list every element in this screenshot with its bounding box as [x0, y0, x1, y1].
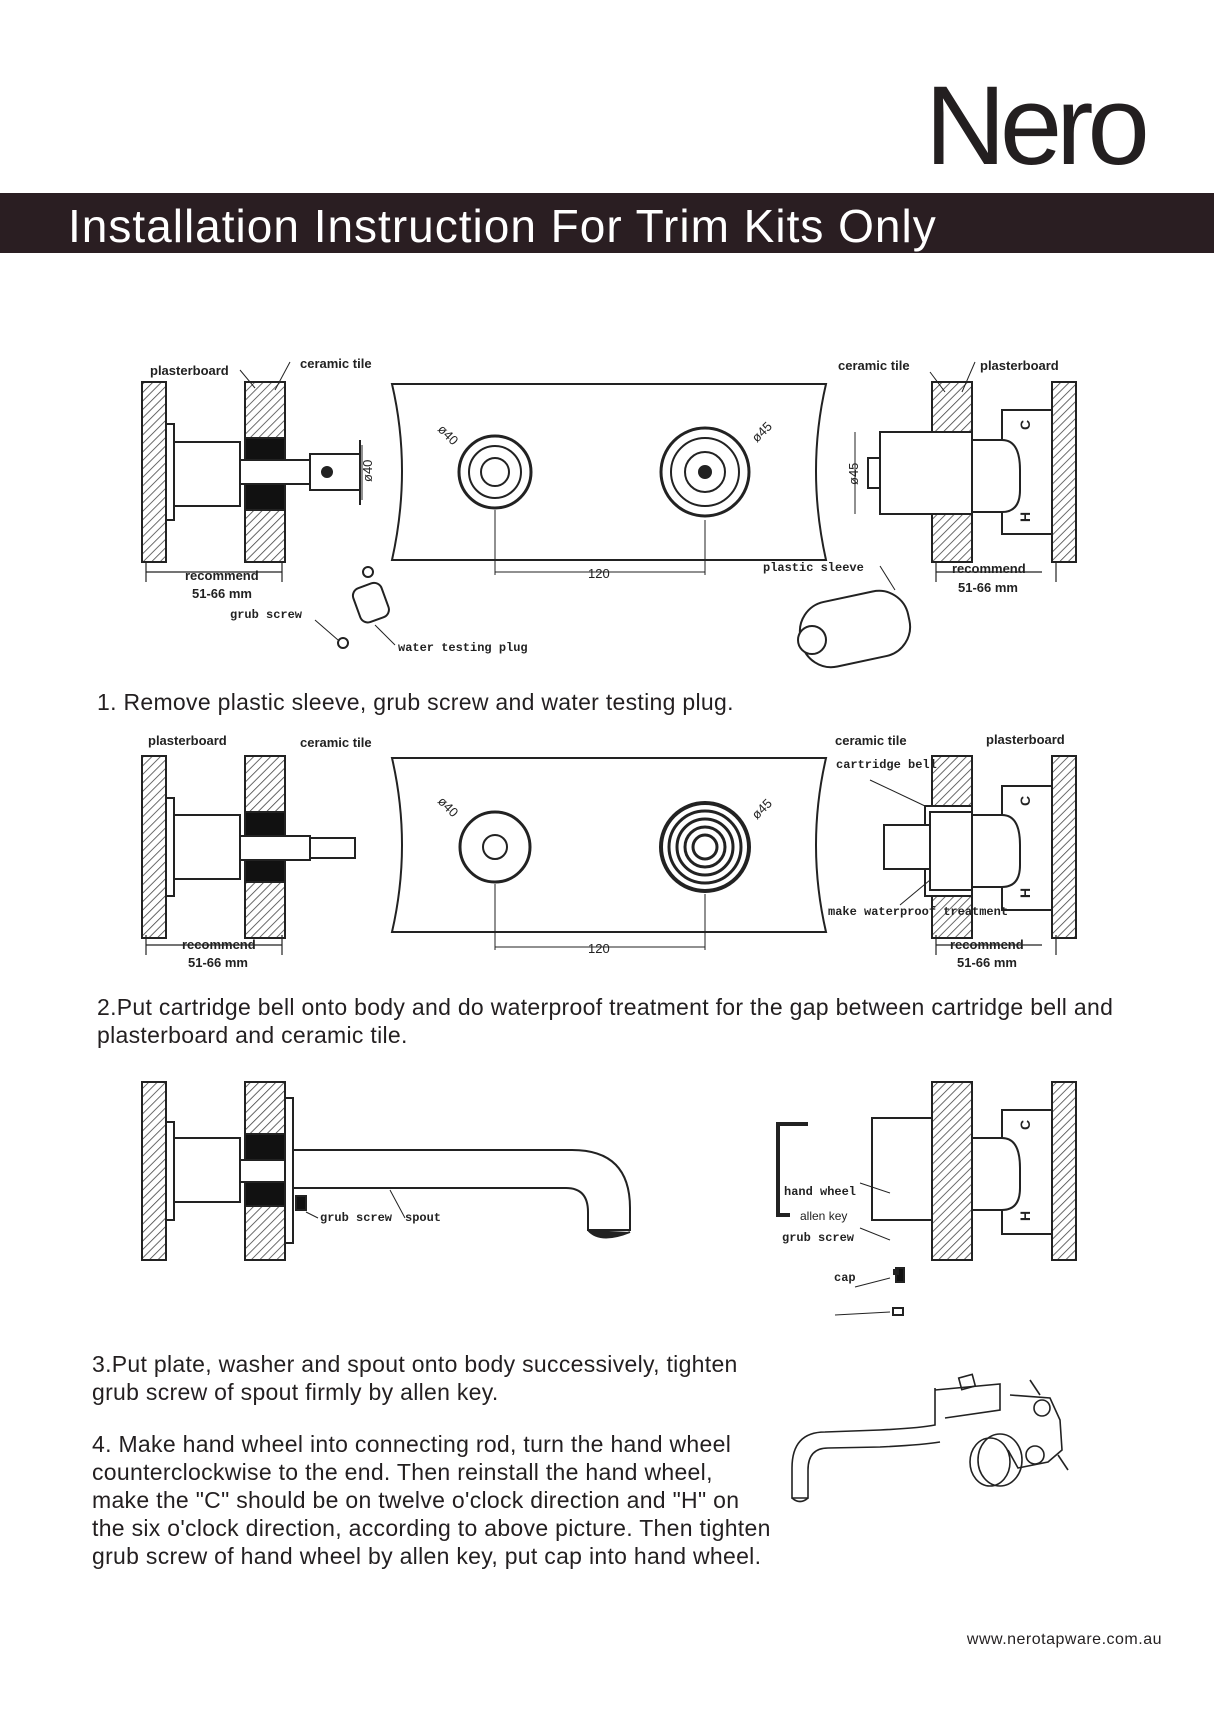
right-wall-plasterboard: [1051, 381, 1077, 563]
label2-ceramic-tile-left: ceramic tile: [300, 735, 372, 750]
label2-plasterboard-left: plasterboard: [148, 733, 227, 748]
label-plastic-sleeve: plastic sleeve: [763, 561, 864, 575]
label2-range-right: 51-66 mm: [957, 955, 1017, 970]
label3-grub-screw-spout: grub screw: [320, 1211, 393, 1225]
label-ceramic-tile-left: ceramic tile: [300, 356, 372, 371]
label3-c-mark: C: [1017, 1120, 1033, 1130]
label3-cap: cap: [834, 1271, 856, 1285]
left-wall-plasterboard: [141, 381, 167, 563]
allen-key: [776, 1122, 808, 1217]
diagram-3: [141, 1081, 1077, 1316]
label-range-left: 51-66 mm: [192, 586, 252, 601]
label-recommend-right: recommend: [952, 561, 1026, 576]
trim-plate-outline-2: [390, 757, 828, 933]
title-banner: Installation Instruction For Trim Kits O…: [0, 193, 1214, 253]
label3-allen-key: allen key: [800, 1209, 847, 1223]
label2-recommend-right: recommend: [950, 937, 1024, 952]
label-range-right: 51-66 mm: [958, 580, 1018, 595]
label2-make-waterproof: make waterproof treatment: [828, 905, 1008, 919]
diagram-1: [141, 361, 1077, 669]
step-1-text: 1. Remove plastic sleeve, grub screw and…: [97, 689, 734, 715]
isometric-tap-illustration: [791, 1373, 1069, 1503]
label-dia45-side: ø45: [846, 463, 861, 485]
label2-spacing: 120: [588, 941, 610, 956]
label2-range-left: 51-66 mm: [188, 955, 248, 970]
label2-recommend-left: recommend: [182, 937, 256, 952]
spout-shape: [292, 1149, 631, 1231]
step-2-text: 2.Put cartridge bell onto body and do wa…: [97, 994, 1114, 1048]
label-plasterboard-right: plasterboard: [980, 358, 1059, 373]
label-dia40-side: ø40: [360, 460, 375, 482]
label-c-mark: C: [1017, 420, 1033, 430]
trim-plate-outline: [390, 383, 828, 561]
brand-logo: Nero: [925, 63, 1150, 188]
footer-website: www.nerotapware.com.au: [966, 1631, 1162, 1648]
label-ceramic-tile-right: ceramic tile: [838, 358, 910, 373]
label2-c-mark: C: [1017, 796, 1033, 806]
label3-hand-wheel: hand wheel: [784, 1185, 856, 1199]
label2-h-mark: H: [1017, 888, 1033, 898]
label-plasterboard-left: plasterboard: [150, 363, 229, 378]
label2-ceramic-tile-right: ceramic tile: [835, 733, 907, 748]
page-title: Installation Instruction For Trim Kits O…: [68, 200, 937, 252]
label2-plasterboard-right: plasterboard: [986, 732, 1065, 747]
step-3-text: 3.Put plate, washer and spout onto body …: [92, 1351, 738, 1405]
label3-grub-screw: grub screw: [782, 1231, 855, 1245]
label-recommend-left: recommend: [185, 568, 259, 583]
label2-cartridge-bell: cartridge bell: [836, 758, 937, 772]
label3-h-mark: H: [1017, 1211, 1033, 1221]
label3-spout: spout: [405, 1211, 441, 1225]
label-grub-screw: grub screw: [230, 608, 303, 622]
diagram-2: [141, 755, 1077, 955]
label-water-testing-plug: water testing plug: [398, 641, 528, 655]
label-h-mark: H: [1017, 512, 1033, 522]
step-4-text: 4. Make hand wheel into connecting rod, …: [92, 1431, 771, 1569]
label-spacing-120: 120: [588, 566, 610, 581]
